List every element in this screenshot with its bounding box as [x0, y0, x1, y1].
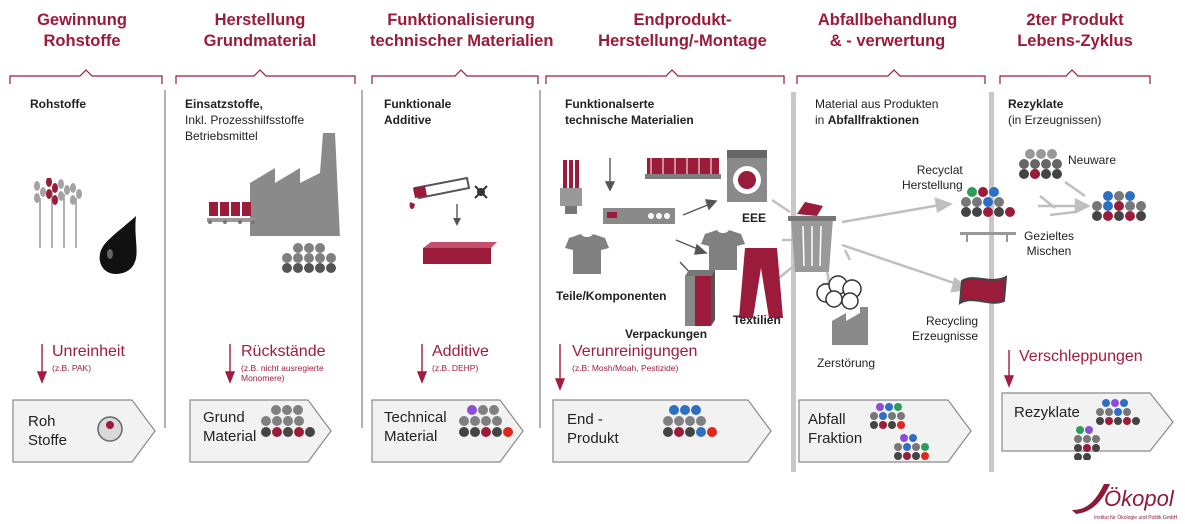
zerstoerung-label: Zerstörung	[817, 356, 876, 370]
wheat-icon	[34, 178, 82, 248]
stage3-desc-line2: Additive	[384, 113, 432, 127]
stage3-impurity: Additive	[432, 343, 489, 360]
granules-icon	[282, 243, 336, 273]
mixed-granules-icon	[1092, 191, 1146, 221]
separator-bar-1	[791, 92, 796, 472]
jeans-icon	[739, 248, 783, 318]
stage2-impurity-note1: (z.B. nicht ausregierte	[241, 363, 324, 373]
stage5-header: Abfallbehandlung & - verwertung	[805, 10, 970, 52]
box2-label: Grund Material	[203, 409, 257, 445]
stage4-header-line2: Herstellung/-Montage	[598, 32, 767, 50]
gezieltes-label: Gezieltes Mischen	[1024, 229, 1075, 258]
stage1-impurity-note: (z.B. PAK)	[52, 363, 92, 373]
stage4-description: Funktionalserte technische Materialien	[565, 96, 694, 128]
stage1-header-line2: Rohstoffe	[43, 32, 121, 50]
stage2-desc-line2: Inkl. Prozesshilfsstoffe	[185, 113, 305, 127]
svg-text:Ökopol: Ökopol	[1104, 486, 1175, 511]
teile-label: Teile/Komponenten	[556, 289, 667, 303]
product-icons	[560, 150, 783, 326]
stage6-header: 2ter Produkt Lebens-Zyklus	[1005, 10, 1145, 52]
recycling-label: Recycling Erzeugnisse	[912, 314, 979, 343]
box3-label: Technical Material	[384, 409, 447, 445]
eee-label: EEE	[742, 211, 767, 225]
box4-label: End - Produkt	[567, 411, 619, 447]
textilien-label: Textilien	[733, 313, 781, 327]
stage-boxes	[12, 392, 1174, 463]
stage1-header: Gewinnung Rohstoffe	[22, 10, 142, 52]
incineration-icon	[816, 275, 868, 345]
flow-arrows-light	[769, 180, 1091, 299]
factory-icon	[207, 133, 340, 236]
box3-granules-icon	[459, 405, 513, 437]
stage3-desc-line1: Funktionale	[384, 97, 452, 111]
header-brackets	[9, 69, 1151, 84]
waste-bin-icon	[788, 202, 836, 272]
box6-label: Rezyklate	[1014, 404, 1080, 421]
shirt-icon	[701, 230, 745, 270]
stage5-desc-line1: Material aus Produkten	[815, 97, 939, 111]
oil-drop-icon	[99, 216, 137, 274]
oekopol-logo: Ökopol Institut für Ökologie und Politik…	[1072, 484, 1178, 521]
carton-icon	[685, 270, 715, 326]
stage5-desc-line2: in Abfallfraktionen	[815, 113, 920, 127]
stage4-impurity: Verunreinigungen	[572, 343, 698, 360]
stage2-header: Herstellung Grundmaterial	[195, 10, 325, 52]
stage2-impurity: Rückstände	[241, 343, 326, 360]
stage2-desc-line3: Betriebsmittel	[185, 129, 258, 143]
stage5-header-line2: & - verwertung	[829, 32, 946, 50]
stage4-desc-line2: technische Materialien	[565, 113, 694, 127]
stage-separators	[164, 90, 541, 428]
box2-granules-icon	[261, 405, 315, 437]
stage6-impurity: Verschleppungen	[1019, 348, 1143, 365]
stage1-description: Rohstoffe	[30, 97, 86, 111]
box1-label: Roh Stoffe	[28, 413, 67, 449]
stage4-header: Endprodukt- Herstellung/-Montage	[590, 10, 775, 52]
neuware-granules-icon	[1019, 149, 1062, 179]
stage6-description: Rezyklate (in Erzeugnissen)	[1008, 96, 1101, 128]
stage4-header-line1: Endprodukt-	[633, 11, 732, 29]
box6-granules-icon	[1074, 399, 1140, 460]
box4-granules-icon	[663, 405, 717, 437]
stage2-description: Einsatzstoffe, Inkl. Prozesshilfsstoffe …	[185, 96, 304, 144]
stage1-impurity: Unreinheit	[52, 343, 125, 360]
stage5-description: Material aus Produkten in Abfallfraktion…	[815, 96, 938, 128]
stage3-header: Funktionalisierung technischer Materiali…	[370, 10, 554, 52]
stage4-desc-line1: Funktionalserte	[565, 97, 655, 111]
stage2-desc-line1: Einsatzstoffe,	[185, 97, 264, 111]
stage2-header-line2: Grundmaterial	[203, 32, 317, 50]
stage3-header-line1: Funktionalisierung	[387, 11, 535, 29]
recycling-product-icon	[958, 275, 1008, 305]
stage2-impurity-note2: Monomere)	[241, 373, 285, 383]
shelf-icon	[960, 232, 1016, 242]
impurity-arrows	[36, 344, 1015, 391]
svg-text:Institut für Ökologie und Poli: Institut für Ökologie und Politik GmbH	[1094, 514, 1178, 521]
box5-granules-icon	[870, 403, 929, 460]
stage3-impurity-note: (z.B. DEHP)	[432, 363, 479, 373]
stage4-impurity-note: (z.B: Mosh/Moah, Pestizide)	[572, 363, 679, 373]
washing-machine-icon	[727, 150, 767, 202]
recyclat-label: Recyclat Herstellung	[902, 163, 963, 192]
stage3-description: Funktionale Additive	[384, 96, 451, 128]
stage1-header-line1: Gewinnung	[37, 11, 127, 29]
verpackungen-label: Verpackungen	[625, 327, 708, 341]
stage6-desc-line1: Rezyklate	[1008, 97, 1064, 111]
stage6-desc-line2: (in Erzeugnissen)	[1008, 113, 1102, 127]
recyclate-granules-icon	[961, 187, 1015, 217]
pallet-icon	[645, 158, 721, 179]
lamp-icon	[560, 160, 582, 214]
tshirt-icon	[565, 234, 609, 274]
stage6-header-line2: Lebens-Zyklus	[1017, 32, 1133, 50]
stage2-header-line1: Herstellung	[214, 11, 306, 29]
device-icon	[603, 208, 675, 224]
neuware-label: Neuware	[1068, 153, 1117, 167]
stage5-header-line1: Abfallbehandlung	[817, 11, 958, 29]
stage6-header-line1: 2ter Produkt	[1026, 11, 1124, 29]
box5-label: Abfall Fraktion	[808, 411, 863, 447]
test-tube-icon	[409, 176, 497, 264]
stage3-header-line2: technischer Materialien	[370, 32, 554, 50]
